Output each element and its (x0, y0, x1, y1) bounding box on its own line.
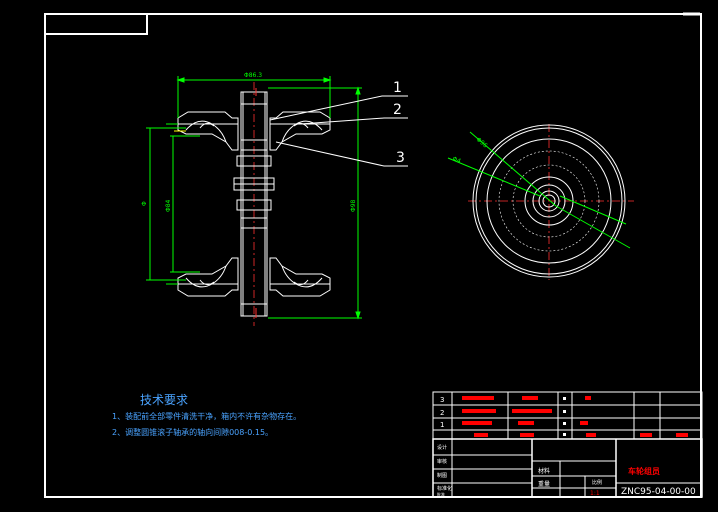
callout-leaders (269, 95, 408, 167)
tech-requirement-1: 1、装配前全部零件清洗干净，箱内不许有杂物存在。 (112, 412, 302, 421)
tb-drawing-number: ZNC95-04-00-00 (621, 487, 696, 497)
dim-circle-1: Φ96 (475, 136, 489, 149)
tb-label-review: 审核 (437, 458, 447, 465)
tb-scale-label: 比例 (592, 479, 602, 486)
title-tab (45, 14, 148, 35)
tb-label-draw: 制图 (437, 472, 447, 479)
callout-3: 3 (396, 150, 405, 166)
dim-left-inner: Φ84 (165, 199, 172, 212)
dim-overall-height: Φ98 (350, 199, 357, 212)
tb-material-label: 材料 (538, 467, 550, 475)
tb-label-design: 设计 (437, 444, 447, 451)
callout-1: 1 (393, 80, 402, 96)
shaft (233, 91, 275, 317)
dim-circle-2: Φ4 (451, 155, 462, 165)
side-view: Φ96 Φ4 (447, 124, 634, 280)
callout-2: 2 (393, 102, 402, 118)
dim-left-outer: Φ (141, 201, 148, 206)
tech-requirement-2: 2、调整圆锥滚子轴承的轴向间隙008-0.15。 (112, 428, 274, 437)
tb-scale-value: 1:1 (590, 490, 600, 497)
tb-label-approve: 批准 (437, 491, 445, 497)
tb-weight-label: 重量 (538, 480, 550, 488)
front-view: Φ86.3 Φ Φ84 Φ98 1 2 3 (141, 72, 408, 326)
lower-wheel (177, 257, 331, 297)
bom-table: 3 2 1 (432, 391, 703, 440)
bom-row-index-1: 1 (440, 421, 444, 429)
dimension-lines (146, 76, 362, 320)
bom-row-index-3: 3 (440, 396, 444, 404)
title-block: 设计 审核 制图 标准化 批准 材料 重量 比例 1:1 车轮组员 ZNC95-… (432, 438, 703, 498)
drawing-frame (44, 13, 702, 498)
tb-label-standard: 标准化 (437, 485, 452, 492)
tb-part-name: 车轮组员 (628, 466, 660, 476)
bom-row-index-2: 2 (440, 409, 444, 417)
dim-overall-width: Φ86.3 (244, 72, 262, 79)
tech-requirements-title: 技术要求 (140, 393, 189, 407)
